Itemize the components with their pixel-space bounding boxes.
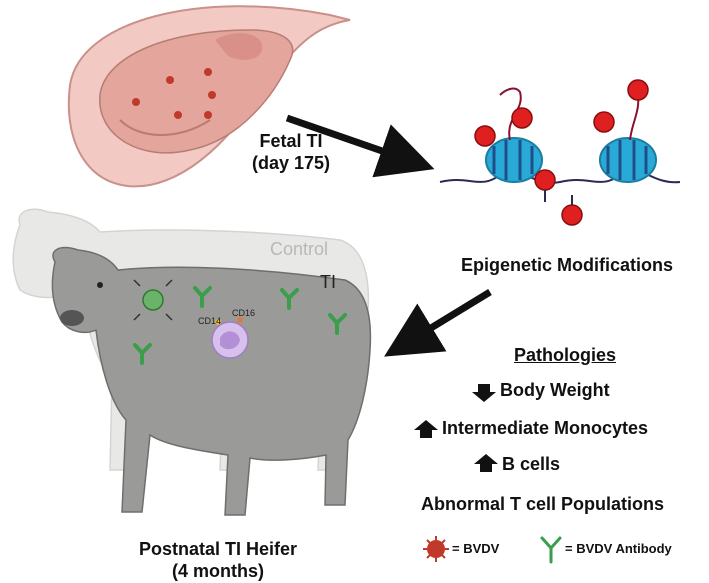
postnatal-line1: Postnatal TI Heifer (138, 539, 298, 559)
arrow-epigenetic-to-heifer (384, 289, 492, 357)
ti-calf-label: TI (320, 272, 336, 292)
cd14-label: CD14 (198, 316, 222, 326)
pathology-b-cells: B cells (502, 454, 560, 475)
nucleosome-1 (485, 137, 543, 183)
pathology-intermediate-monocytes: Intermediate Monocytes (442, 418, 648, 439)
fetal-ti-label: Fetal TI (day 175) (232, 130, 350, 174)
body-weight-down-arrow (472, 384, 496, 402)
pathology-arrows (414, 384, 498, 472)
legend-bvdv-label: = BVDV (452, 541, 500, 556)
epigenetic-dna-illustration (439, 79, 681, 226)
pathology-t-cells-label: Abnormal T cell Populations (421, 494, 665, 514)
pathology-b-cells-label: B cells (502, 454, 561, 474)
antibody-icon (540, 536, 562, 564)
calf-monocyte (211, 317, 249, 359)
pathology-t-cells: Abnormal T cell Populations (421, 494, 664, 515)
calf-antibodies (133, 286, 347, 365)
pathology-body-weight: Body Weight (500, 380, 610, 401)
fetal-ti-line2: (day 175) (251, 153, 331, 173)
cd16-label: CD16 (232, 308, 256, 318)
ti-calf-illustration (51, 246, 372, 516)
monocytes-up-arrow (414, 420, 438, 438)
epigenetic-modifications-label: Epigenetic Modifications (460, 255, 674, 275)
fetal-virus-particles (132, 68, 216, 119)
arrow-fetal-to-epigenetic (285, 114, 435, 178)
pathologies-title: Pathologies (513, 345, 616, 365)
postnatal-line2: (4 months) (172, 561, 264, 581)
legend-antibody-label: = BVDV Antibody (565, 541, 672, 556)
fetal-ti-line1: Fetal TI (259, 131, 323, 151)
bvdv-virus-icon (423, 536, 449, 562)
fetus-in-uterus-illustration (67, 5, 351, 188)
postnatal-heifer-label: Postnatal TI Heifer (4 months) (108, 538, 328, 582)
methyl-groups (474, 79, 649, 226)
pathology-monocytes-label: Intermediate Monocytes (442, 418, 649, 438)
pathology-body-weight-label: Body Weight (500, 380, 610, 400)
b-cells-up-arrow (474, 454, 498, 472)
calf-virus-infected-cell (133, 279, 173, 321)
nucleosome-2 (599, 137, 657, 183)
control-calf-label: Control (270, 239, 329, 259)
